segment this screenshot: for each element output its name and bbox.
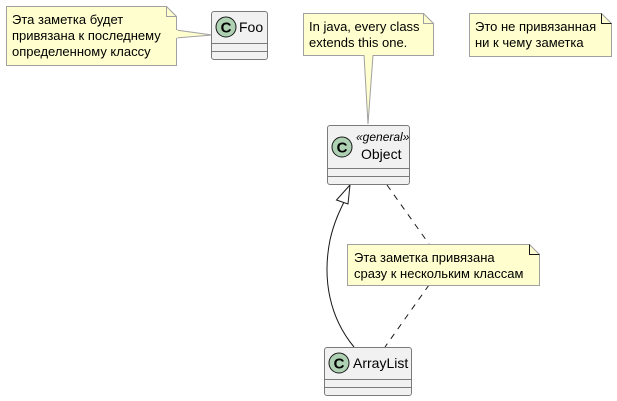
class-icon-glyph: C xyxy=(337,140,348,157)
object-note-fold xyxy=(423,13,434,24)
object-note-line-1: In java, every class xyxy=(309,19,420,34)
object-note[interactable]: In java, every class extends this one. xyxy=(303,13,434,125)
foo-note-body xyxy=(6,6,177,66)
foo-note-line-2: привязана к последнему xyxy=(12,28,161,43)
multi-class-note-body xyxy=(347,244,540,286)
floating-note-fold xyxy=(601,13,612,24)
object-note-pointer-join xyxy=(364,54,373,56)
foo-note-line-3: определенному классу xyxy=(12,44,151,59)
object-note-line-2: extends this one. xyxy=(309,35,407,50)
floating-note-line-1: Это не привязанная xyxy=(475,19,596,34)
note-link-object xyxy=(386,184,430,245)
class-icon-glyph: C xyxy=(334,356,345,373)
foo-note-pointer xyxy=(175,29,213,39)
class-icon-glyph: C xyxy=(221,20,232,37)
multi-class-note-line-1: Эта заметка привязана xyxy=(354,250,495,265)
class-foo[interactable]: C Foo xyxy=(211,11,268,60)
class-icon xyxy=(331,136,353,158)
floating-note-line-2: ни к чему заметка xyxy=(475,35,584,50)
foo-note[interactable]: Эта заметка будет привязана к последнему… xyxy=(6,6,213,66)
extends-line xyxy=(326,197,355,348)
multi-class-note[interactable]: Эта заметка привязана сразу к нескольким… xyxy=(347,244,540,286)
class-icon xyxy=(215,16,237,38)
class-foo-name: Foo xyxy=(239,19,263,35)
class-arraylist[interactable]: C ArrayList xyxy=(324,347,412,396)
extends-arrow[interactable] xyxy=(326,183,355,348)
class-icon xyxy=(328,352,350,374)
multi-class-note-line-2: сразу к нескольким классам xyxy=(354,266,523,281)
foo-note-pointer-join xyxy=(176,30,178,38)
extends-arrowhead-icon xyxy=(335,183,351,205)
foo-note-line-1: Эта заметка будет xyxy=(12,12,123,27)
multi-class-note-fold xyxy=(529,244,540,255)
floating-note-body xyxy=(469,13,612,57)
foo-note-fold xyxy=(166,6,177,17)
class-object-name: Object xyxy=(361,146,402,162)
class-object[interactable]: C «general» Object xyxy=(327,125,410,185)
class-arraylist-name: ArrayList xyxy=(353,355,408,371)
floating-note[interactable]: Это не привязанная ни к чему заметка xyxy=(469,13,612,57)
class-object-stereotype: «general» xyxy=(356,130,410,144)
object-note-body xyxy=(303,13,434,56)
note-link-arraylist xyxy=(384,284,430,348)
object-note-pointer xyxy=(363,54,374,125)
